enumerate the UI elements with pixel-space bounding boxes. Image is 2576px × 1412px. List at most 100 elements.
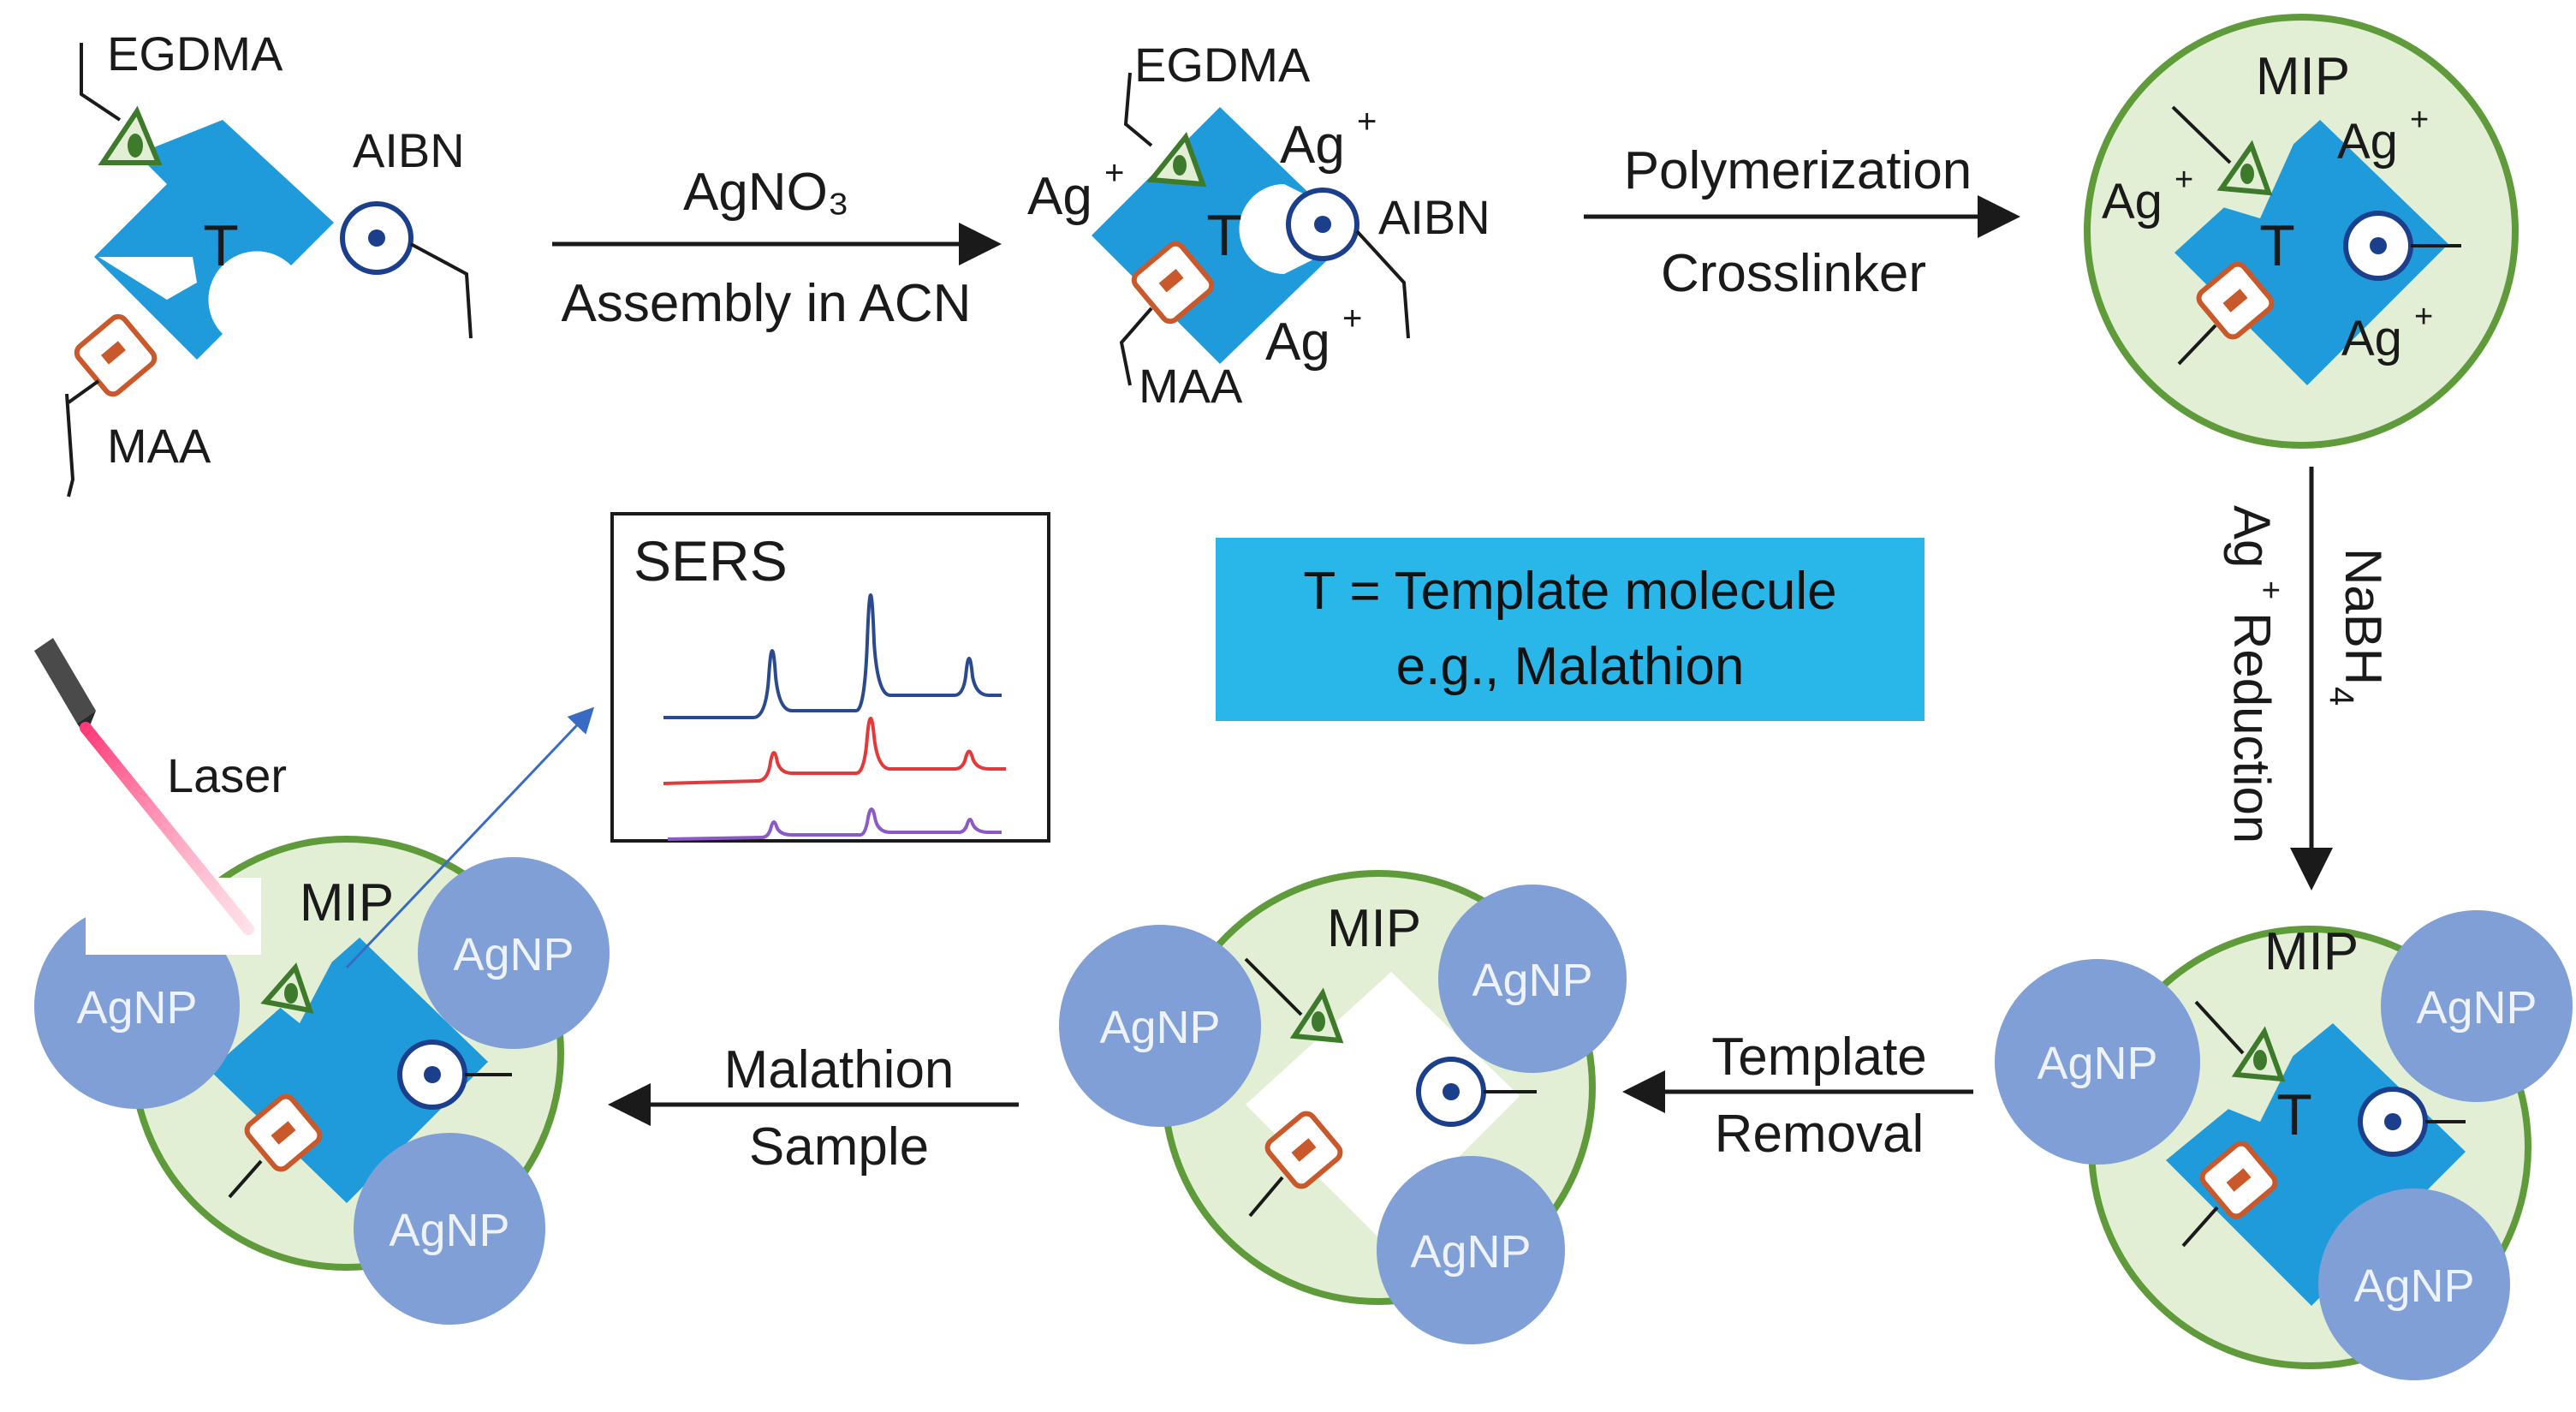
agnp-label: AgNP (2416, 982, 2537, 1034)
step3-reagent-subscript: 4 (2323, 687, 2360, 706)
silver-ion-label: Ag (2341, 311, 2402, 366)
stage-mip-with-silver-ions: T MIP Ag + Ag + Ag + (2084, 14, 2519, 449)
step-polymerization-arrow: Polymerization Crosslinker (1584, 141, 2020, 303)
stage-empty-cavity-mip: MIP AgNP AgNP AgNP (1059, 870, 1627, 1344)
step2-process: Polymerization (1624, 141, 1972, 200)
step4-line2: Removal (1715, 1105, 1925, 1164)
silver-ion-label: Ag (2102, 174, 2163, 229)
mip-label: MIP (1327, 899, 1421, 958)
silver-ion: Ag + (2341, 299, 2433, 366)
aibn-monomer (2343, 211, 2461, 281)
maa-monomer (1248, 1111, 1343, 1218)
step3-ion-label: Ag (2223, 505, 2281, 568)
aibn-monomer (2358, 1087, 2466, 1157)
step-template-removal-arrow: Template Removal (1622, 1028, 1973, 1164)
agnp-label: AgNP (76, 982, 197, 1034)
agnp-label: AgNP (389, 1205, 509, 1256)
agnp-label: AgNP (453, 929, 574, 980)
laser-label: Laser (167, 748, 287, 802)
spectrum-trace-purple (667, 807, 1002, 841)
silver-ion: Ag + (1265, 300, 1362, 372)
maa-monomer (228, 1093, 323, 1199)
agnp-nanoparticle: AgNP (1995, 959, 2200, 1165)
template-label: T (2276, 1082, 2312, 1147)
step1-reagent: AgNO₃ (683, 163, 849, 222)
silver-ion: Ag + (1027, 154, 1124, 226)
maa-monomer (65, 313, 158, 497)
legend-example: e.g., Malathion (1395, 637, 1745, 696)
egdma-monomer (80, 43, 163, 165)
step5-line1: Malathion (724, 1040, 955, 1099)
aibn-monomer (1286, 188, 1410, 339)
egdma-monomer (260, 962, 314, 1014)
laser-beam (80, 722, 254, 935)
agnp-nanoparticle: AgNP (354, 1133, 545, 1325)
silver-ion-label: Ag (1265, 313, 1330, 372)
silver-ion: Ag + (2337, 102, 2429, 170)
silver-ion-label: Ag (1280, 116, 1345, 175)
sers-spectra-inset: SERS (610, 512, 1050, 843)
step-reduction-arrow: Ag + Reduction NaBH 4 (2223, 467, 2392, 891)
aibn-label: AIBN (1378, 190, 1490, 244)
silver-ion-charge: + (2410, 102, 2429, 138)
step1-condition: Assembly in ACN (562, 274, 972, 333)
stage-mip-with-agnp: T MIP AgNP AgNP AgNP (1995, 910, 2573, 1380)
step3-reagent: NaBH (2335, 548, 2392, 685)
agnp-nanoparticle: AgNP (2381, 910, 2573, 1102)
laser-emitter (34, 638, 96, 736)
sers-signal-arrow (345, 706, 595, 969)
egdma-monomer (1123, 72, 1207, 188)
silver-ion-charge: + (1342, 300, 1362, 337)
agnp-label: AgNP (1410, 1226, 1531, 1278)
step3-ion-charge: + (2252, 581, 2288, 599)
template-label: T (1206, 203, 1242, 268)
silver-ion-label: Ag (1027, 167, 1092, 226)
silver-ion: Ag + (2102, 162, 2193, 229)
egdma-monomer (2194, 1000, 2286, 1082)
silver-ion: Ag + (1280, 103, 1377, 175)
template-puzzle-piece (94, 120, 334, 360)
agnp-nanoparticle: AgNP (1059, 925, 1261, 1127)
step2-reagent: Crosslinker (1661, 244, 1926, 303)
spectrum-trace-red (663, 717, 1006, 785)
legend-definition: T = Template molecule (1303, 562, 1837, 621)
maa-label: MAA (107, 419, 211, 473)
step4-line1: Template (1711, 1028, 1927, 1087)
mip-label: MIP (300, 873, 394, 932)
silver-ion-charge: + (2174, 162, 2193, 198)
agnp-nanoparticle: AgNP (418, 857, 610, 1049)
maa-monomer (2177, 261, 2275, 366)
mip-label: MIP (2256, 47, 2350, 106)
step3-process: Reduction (2223, 612, 2281, 843)
stage-sers-detection: MIP AgNP AgNP AgNP (34, 512, 1050, 1325)
step-assembly-arrow: AgNO₃ Assembly in ACN (552, 163, 1002, 333)
maa-monomer (2181, 1141, 2278, 1248)
stage-preassembly-complex: T EGDMA AIBN MAA Ag + Ag + Ag (1027, 38, 1490, 413)
stage-monomers: T EGDMA AIBN MAA (65, 27, 473, 497)
agnp-label: AgNP (1472, 955, 1592, 1006)
silver-ion-charge: + (1357, 103, 1377, 140)
step5-line2: Sample (749, 1117, 929, 1177)
mip-label: MIP (2264, 922, 2359, 981)
agnp-nanoparticle: AgNP (2318, 1189, 2510, 1380)
egdma-monomer (1244, 957, 1344, 1044)
egdma-label: EGDMA (107, 27, 283, 80)
agnp-label: AgNP (1099, 1002, 1220, 1053)
silver-ion-label: Ag (2337, 114, 2398, 170)
template-label: T (203, 213, 239, 278)
aibn-monomer (340, 201, 473, 339)
sers-title: SERS (634, 529, 788, 593)
agnp-label: AgNP (2037, 1038, 2157, 1089)
step-sample-binding-arrow: Malathion Sample (608, 1040, 1019, 1177)
egdma-monomer (2171, 105, 2273, 196)
aibn-label: AIBN (353, 123, 465, 177)
silver-ion-charge: + (1104, 154, 1124, 192)
agnp-nanoparticle: AgNP (1438, 885, 1627, 1073)
silver-ion-charge: + (2414, 299, 2433, 335)
spectrum-trace-blue (663, 593, 1002, 719)
aibn-monomer (1416, 1057, 1537, 1127)
maa-monomer (1119, 241, 1215, 386)
maa-label: MAA (1139, 359, 1243, 413)
egdma-label: EGDMA (1134, 38, 1311, 92)
